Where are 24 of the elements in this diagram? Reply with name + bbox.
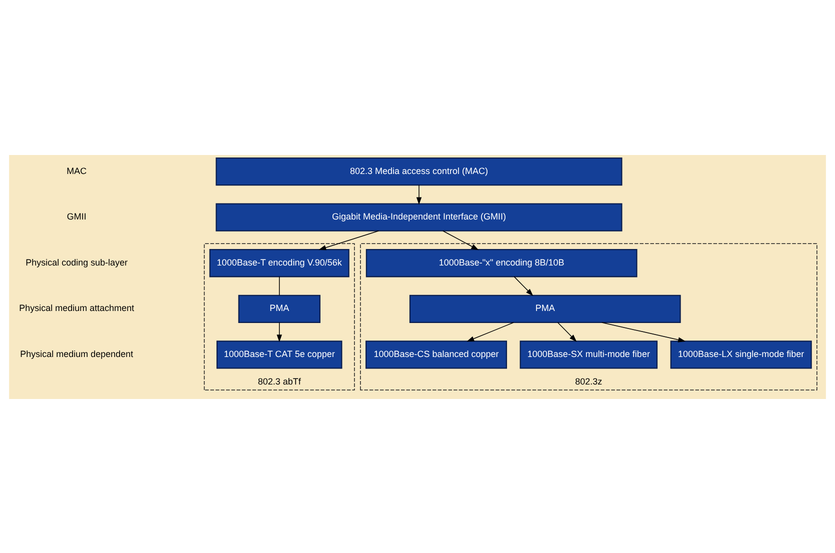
node-box: 1000Base-LX single-mode fiber — [670, 340, 812, 368]
label: Physical medium dependent — [20, 348, 134, 359]
node-box: 1000Base-T CAT 5e copper — [216, 340, 342, 368]
arrow — [514, 276, 534, 296]
node-box: PMA — [409, 294, 681, 322]
label: MAC — [66, 165, 87, 176]
node-box: 1000Base-T encoding V.90/56k — [209, 248, 350, 277]
arrow — [318, 230, 379, 250]
arrow — [442, 230, 479, 250]
arrow — [276, 322, 282, 342]
label: Physical coding sub-layer — [26, 256, 128, 267]
node-box: 1000Base-CS balanced copper — [366, 340, 508, 368]
node-box: 1000Base-SX multi-mode fiber — [520, 340, 658, 368]
node-box: 1000Base-"x" encoding 8B/10B — [366, 248, 638, 277]
arrow — [601, 322, 686, 342]
label: Physical medium attachment — [19, 302, 134, 313]
connector — [278, 276, 280, 296]
node-box: PMA — [238, 294, 320, 322]
node-box: 802.3 Media access control (MAC) — [216, 156, 622, 186]
node-box: Gigabit Media-Independent Interface (GMII) — [216, 202, 622, 231]
arrow — [466, 322, 514, 342]
arrow — [557, 322, 577, 342]
label: GMII — [66, 211, 86, 222]
arrow — [416, 184, 422, 204]
